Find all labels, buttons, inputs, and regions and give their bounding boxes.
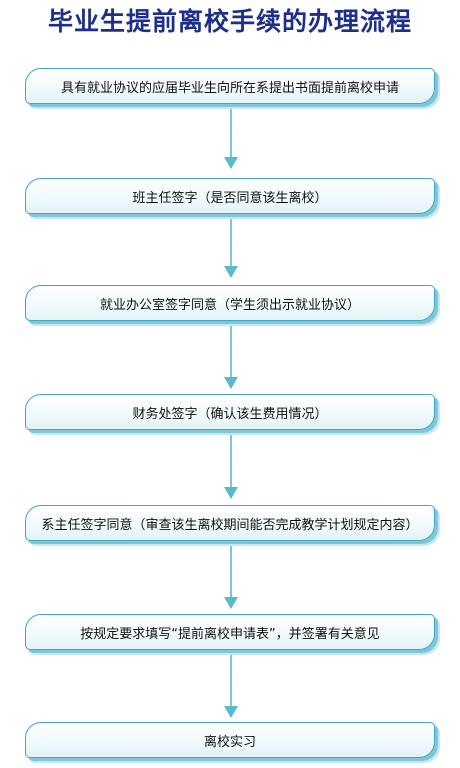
arrowhead-6 — [224, 706, 238, 718]
arrowhead-2 — [224, 266, 238, 278]
step-box-3: 就业办公室签字同意（学生须出示就业协议） — [25, 285, 435, 321]
step-box-7: 离校实习 — [25, 722, 435, 758]
step-box-2: 班主任签字（是否同意该生离校） — [25, 178, 435, 214]
diagram-title: 毕业生提前离校手续的办理流程 — [47, 7, 412, 36]
step-box-6: 按规定要求填写“提前离校申请表”，并签署有关意见 — [25, 614, 435, 650]
step-box-1: 具有就业协议的应届毕业生向所在系提出书面提前离校申请 — [25, 68, 435, 104]
step-box-5: 系主任签字同意（审查该生离校期间能否完成教学计划规定内容） — [25, 505, 435, 541]
step-label-2: 班主任签字（是否同意该生离校） — [132, 190, 328, 206]
step-label-5: 系主任签字同意（审查该生离校期间能否完成教学计划规定内容） — [41, 517, 419, 533]
step-label-1: 具有就业协议的应届毕业生向所在系提出书面提前离校申请 — [60, 80, 399, 96]
arrowhead-4 — [224, 487, 238, 499]
arrowhead-3 — [224, 377, 238, 389]
step-label-7: 离校实习 — [203, 734, 256, 750]
step-label-6: 按规定要求填写“提前离校申请表”，并签署有关意见 — [80, 626, 380, 642]
step-label-3: 就业办公室签字同意（学生须出示就业协议） — [99, 297, 360, 313]
step-box-4: 财务处签字（确认该生费用情况） — [25, 394, 435, 430]
step-label-4: 财务处签字（确认该生费用情况） — [132, 406, 328, 422]
arrowhead-5 — [224, 597, 238, 609]
arrowhead-1 — [224, 157, 238, 169]
